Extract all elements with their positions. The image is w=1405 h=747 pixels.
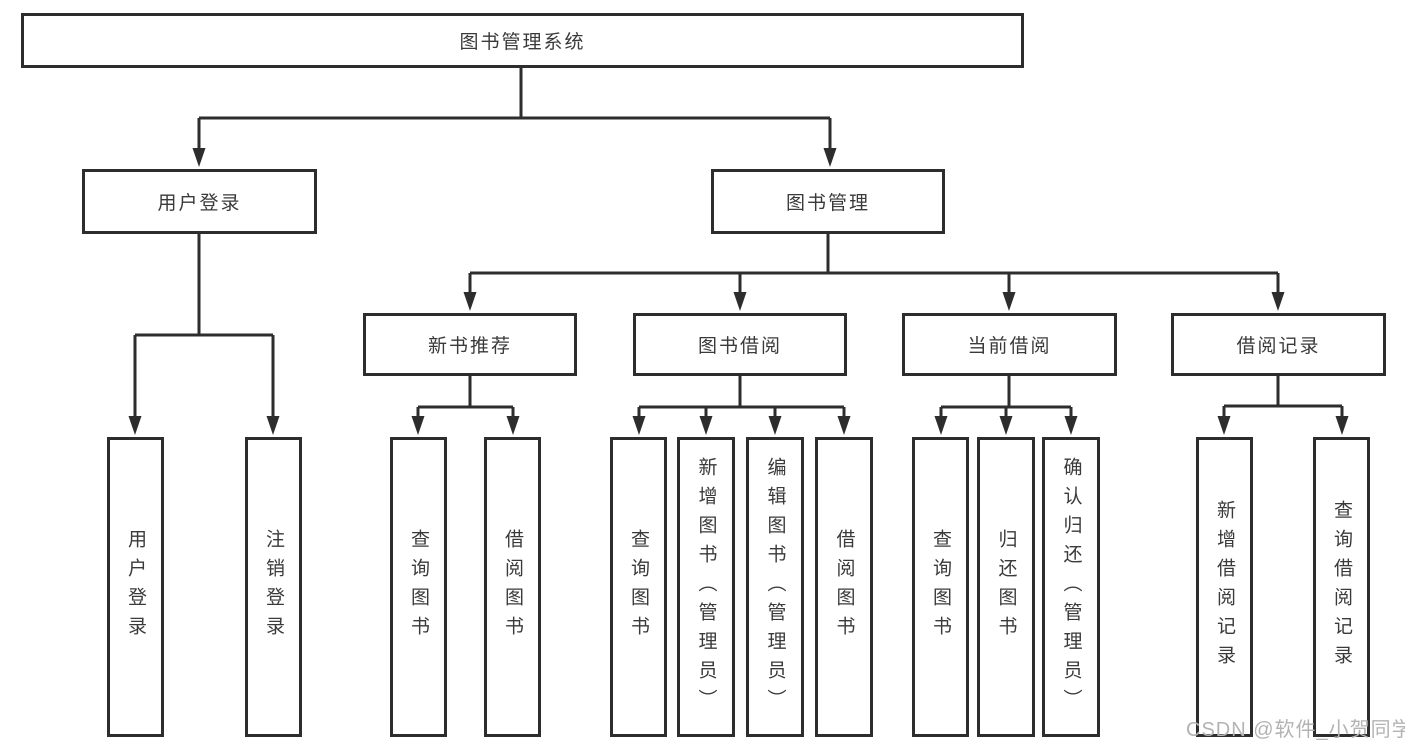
node-user-login: 用户登录: [82, 169, 317, 234]
leaf-edit-book-admin: 编辑图书（管理员）: [746, 437, 804, 737]
leaf-query-book-recommend: 查询图书: [390, 437, 447, 737]
leaf-borrow-book: 借阅图书: [815, 437, 873, 737]
node-label: 当前借阅: [967, 336, 1052, 357]
arrowheads: [128, 148, 1349, 435]
node-book-management: 图书管理: [711, 169, 945, 234]
node-label: 图书管理: [785, 193, 870, 214]
leaf-borrow-book-recommend: 借阅图书: [484, 437, 541, 737]
leaf-query-borrow-record: 查询借阅记录: [1313, 437, 1370, 737]
node-new-book-recommend: 新书推荐: [363, 313, 577, 376]
node-label: 新增图书（管理员）: [695, 456, 717, 718]
node-system-root: 图书管理系统: [21, 13, 1024, 68]
leaf-query-book-current: 查询图书: [912, 437, 969, 737]
leaf-logout: 注销登录: [245, 437, 302, 737]
leaf-user-login: 用户登录: [107, 437, 164, 737]
connector-paths: [133, 68, 1344, 421]
node-current-borrow: 当前借阅: [902, 313, 1117, 376]
node-label: 查询图书: [930, 529, 951, 645]
node-label: 查询图书: [628, 529, 649, 645]
node-label: 编辑图书（管理员）: [764, 456, 786, 718]
node-label: 归还图书: [995, 529, 1017, 645]
node-label: 图书管理系统: [459, 32, 586, 53]
node-label: 借阅图书: [833, 529, 855, 645]
node-label: 查询借阅记录: [1331, 500, 1352, 674]
node-label: 确认归还（管理员）: [1060, 456, 1082, 718]
csdn-watermark: CSDN @软件_小贺同学: [1186, 719, 1405, 741]
node-label: 新书推荐: [427, 336, 512, 357]
node-label: 用户登录: [157, 193, 242, 214]
leaf-return-book: 归还图书: [977, 437, 1035, 737]
node-label: 查询图书: [408, 529, 429, 645]
leaf-query-book-borrow: 查询图书: [610, 437, 667, 737]
node-label: 用户登录: [125, 529, 146, 645]
leaf-add-borrow-record: 新增借阅记录: [1196, 437, 1253, 737]
node-label: 借阅图书: [502, 529, 523, 645]
node-label: 新增借阅记录: [1214, 500, 1235, 674]
node-borrow-record: 借阅记录: [1171, 313, 1386, 376]
leaf-add-book-admin: 新增图书（管理员）: [677, 437, 735, 737]
node-label: 注销登录: [263, 529, 284, 645]
leaf-confirm-return-admin: 确认归还（管理员）: [1042, 437, 1100, 737]
node-label: 借阅记录: [1236, 336, 1321, 357]
node-book-borrow: 图书借阅: [633, 313, 847, 376]
node-label: 图书借阅: [697, 336, 782, 357]
